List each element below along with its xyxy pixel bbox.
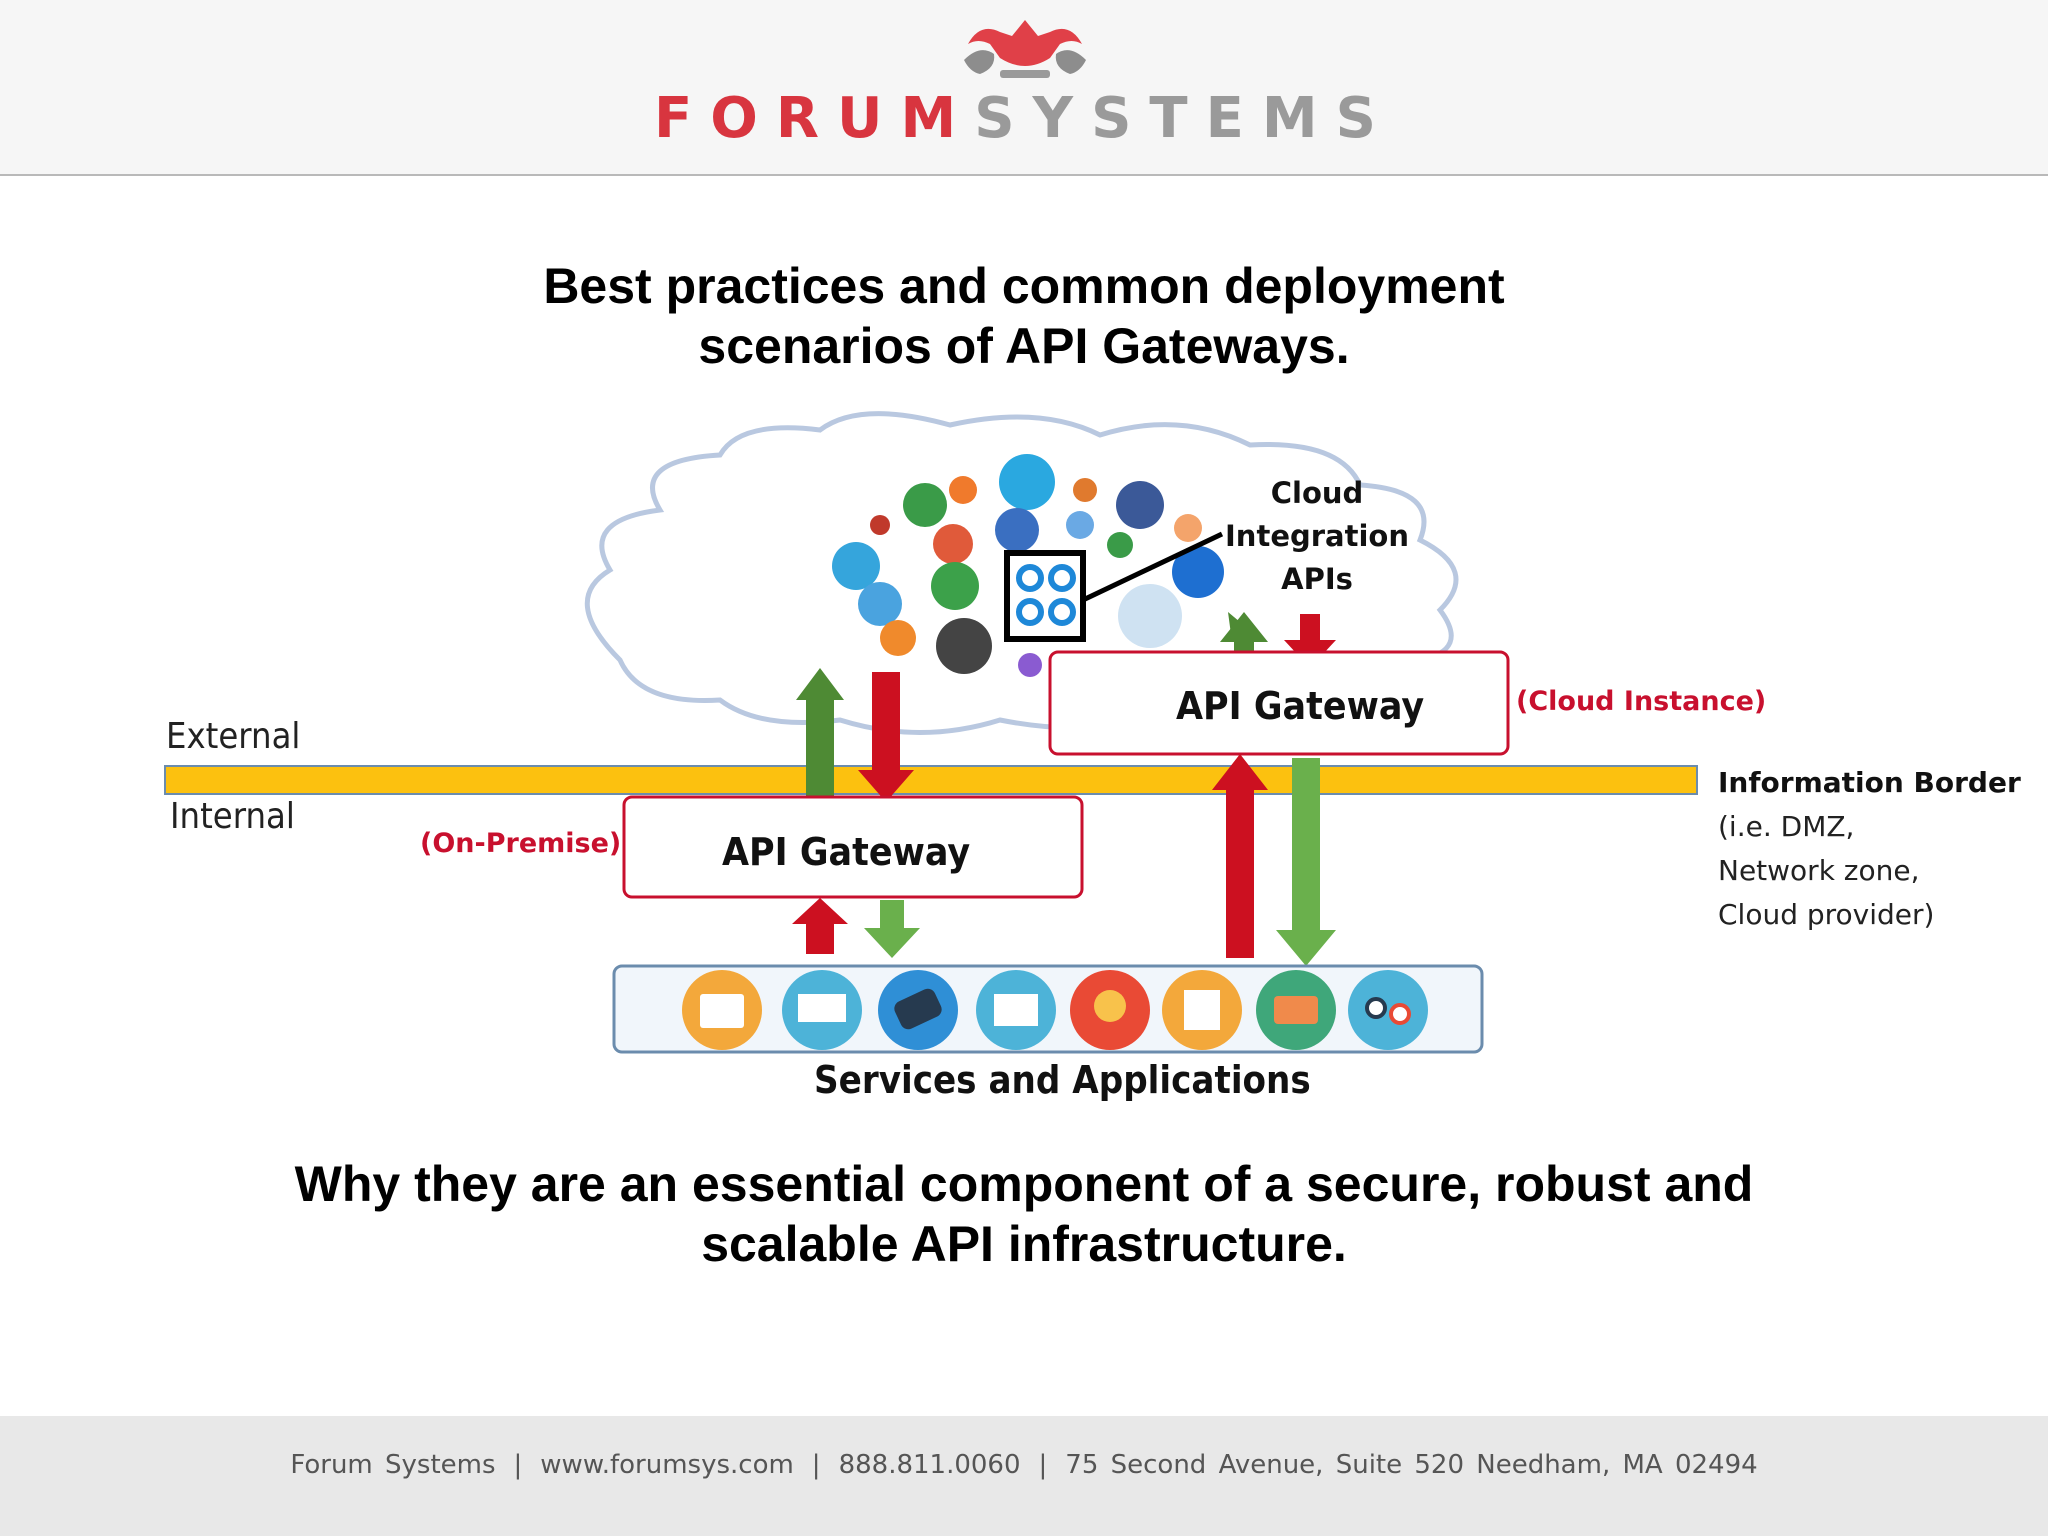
footer-company: Forum Systems — [290, 1450, 496, 1480]
logo-wordmark-gray: SYSTEMS — [974, 86, 1394, 151]
cloud-integration-label: Cloud Integration APIs — [1222, 472, 1412, 601]
gear-icon — [1048, 598, 1076, 626]
bottom-title-line-2: scalable API infrastructure. — [701, 1216, 1347, 1272]
service-icons — [682, 970, 1428, 1050]
onprem-gateway-box — [622, 795, 1084, 899]
chart-app-icon — [994, 994, 1038, 1026]
information-border-title: Information Border — [1718, 766, 2021, 799]
settings-app-icon — [1389, 1003, 1411, 1025]
misc-app-icon-5 — [870, 515, 890, 535]
reddit-icon — [1118, 584, 1182, 648]
cloud-instance-tag: (Cloud Instance) — [1516, 686, 1767, 717]
gear-icon — [1016, 598, 1044, 626]
footer-separator: | — [811, 1450, 821, 1480]
twitter-icon — [858, 582, 902, 626]
bottom-title: Why they are an essential component of a… — [0, 1154, 2048, 1274]
gear-icon — [1016, 564, 1044, 592]
top-title: Best practices and common deployment sce… — [0, 256, 2048, 376]
misc-app-icon-2 — [1066, 511, 1094, 539]
services-and-applications-label: Services and Applications — [814, 1058, 1311, 1102]
down-arrow-red — [858, 672, 914, 802]
misc-app-icon-7 — [1018, 653, 1042, 677]
footer-address: 75 Second Avenue, Suite 520 Needham, MA … — [1065, 1450, 1758, 1480]
top-title-line-1: Best practices and common deployment — [543, 258, 1505, 314]
information-border-line-1: (i.e. DMZ, — [1718, 810, 1855, 843]
down-arrow-red — [1284, 614, 1336, 668]
monitor-app-icon — [798, 994, 846, 1022]
up-arrow-green — [796, 668, 844, 802]
external-zone-label: External — [166, 716, 301, 757]
footer-website-link[interactable]: www.forumsys.com — [540, 1450, 794, 1480]
gear-icon — [1048, 564, 1076, 592]
information-border-line-2: Network zone, — [1718, 854, 1920, 887]
cloud-label-line-2: Integration — [1225, 519, 1409, 553]
down-arrow-green — [1276, 758, 1336, 966]
up-arrow-red — [792, 898, 848, 954]
misc-app-icon-3 — [1107, 532, 1133, 558]
chat-bubble-icon — [931, 562, 979, 610]
tumblr-icon — [832, 542, 880, 590]
footer-contact-info: Forum Systems | www.forumsys.com | 888.811.0… — [0, 1450, 2048, 1480]
wallet-app-icon — [1274, 996, 1318, 1024]
cloud-gateway-label: API Gateway — [1176, 684, 1425, 728]
device-app-icon — [894, 988, 942, 1030]
myspace-icon — [995, 508, 1039, 552]
information-border-line-3: Cloud provider) — [1718, 898, 1935, 931]
integration-gear-box — [1004, 550, 1086, 642]
google-plus-icon — [933, 524, 973, 564]
notepad-app-icon — [1184, 990, 1220, 1030]
logo-wordmark: FORUMSYSTEMS — [0, 86, 2048, 151]
behance-icon — [1172, 546, 1224, 598]
skype-icon — [999, 454, 1055, 510]
footer-separator: | — [513, 1450, 523, 1480]
information-border-band — [164, 765, 1698, 795]
cloud-label-line-3: APIs — [1281, 562, 1353, 596]
footer-bar: Forum Systems | www.forumsys.com | 888.811.0… — [0, 1416, 2048, 1536]
top-title-line-2: scenarios of API Gateways. — [698, 318, 1350, 374]
misc-app-icon-4 — [1174, 514, 1202, 542]
misc-app-icon-6 — [949, 476, 977, 504]
integration-pointer-line — [1081, 531, 1224, 603]
logo-wordmark-red: FORUM — [654, 86, 975, 151]
up-arrow-green — [1220, 612, 1268, 668]
header-bar: FORUMSYSTEMS — [0, 0, 2048, 176]
internal-zone-label: Internal — [170, 796, 295, 837]
badge-icon — [936, 618, 992, 674]
down-arrow-green — [864, 900, 920, 958]
onprem-gateway-label: API Gateway — [722, 830, 971, 874]
footer-phone: 888.811.0060 — [838, 1450, 1021, 1480]
stumbleupon-icon — [903, 483, 947, 527]
calendar-app-icon — [700, 994, 744, 1028]
settings-app-icon — [1365, 997, 1387, 1019]
rss-icon — [880, 620, 916, 656]
up-arrow-red — [1212, 754, 1268, 958]
on-premise-tag: (On-Premise) — [420, 828, 622, 859]
cloud-app-icons-cluster — [832, 454, 1224, 677]
footer-separator: | — [1038, 1450, 1048, 1480]
lightbulb-app-icon — [1094, 990, 1126, 1022]
facebook-icon — [1116, 481, 1164, 529]
forum-systems-logo-icon — [964, 20, 1086, 78]
cloud-gateway-box — [1048, 650, 1510, 756]
misc-app-icon-1 — [1073, 478, 1097, 502]
bottom-title-line-1: Why they are an essential component of a… — [294, 1156, 1754, 1212]
cloud-label-line-1: Cloud — [1270, 476, 1364, 510]
settings-app-icon — [1348, 970, 1428, 1050]
